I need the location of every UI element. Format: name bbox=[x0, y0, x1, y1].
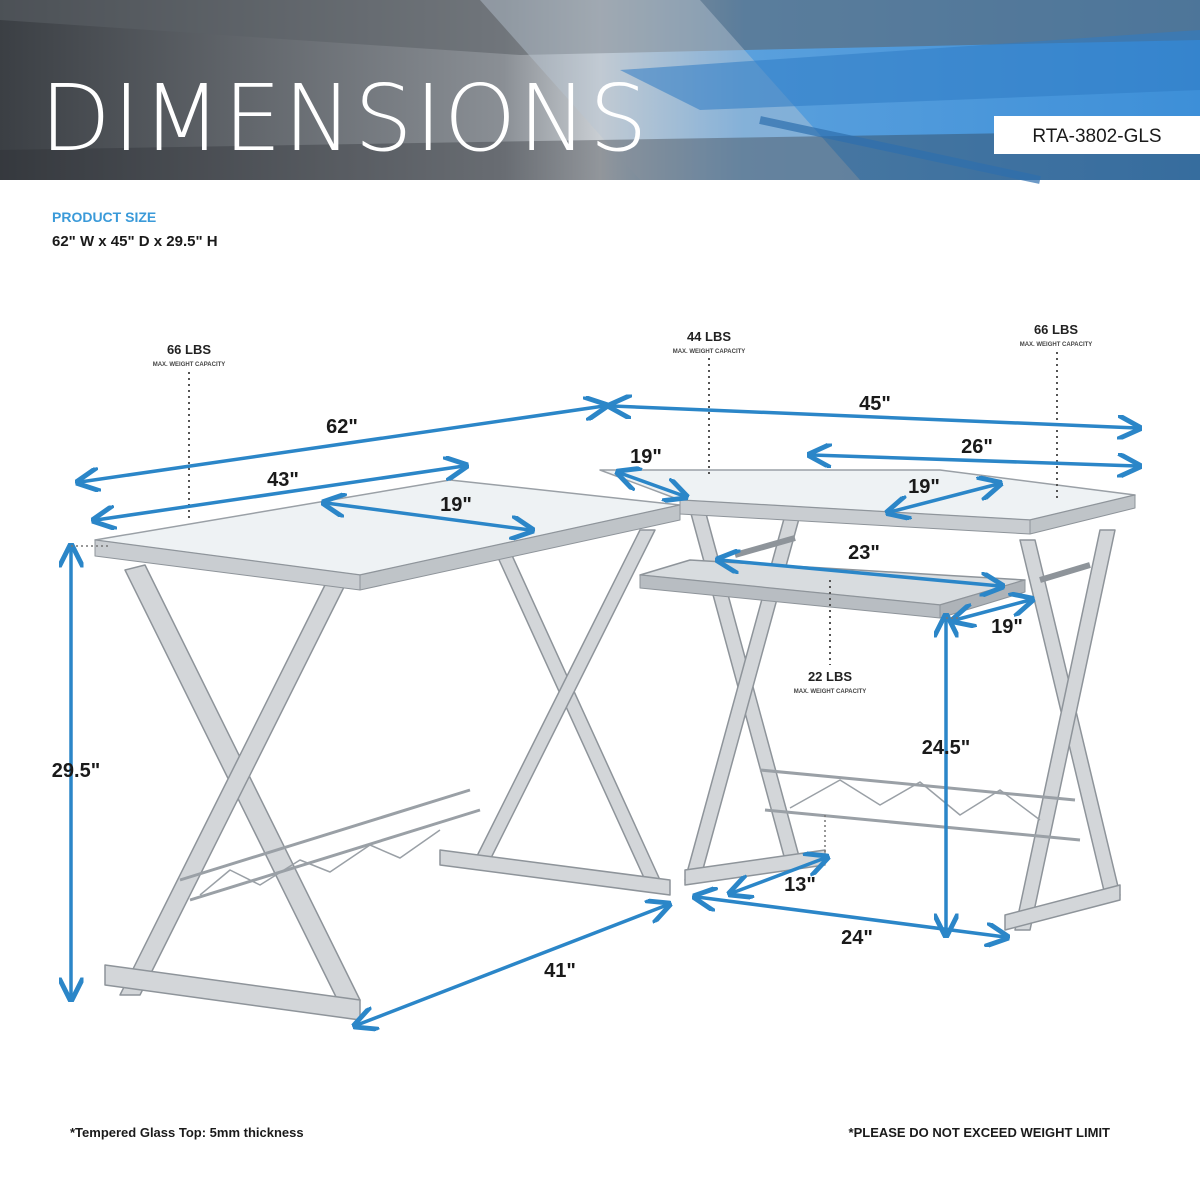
arrow-left-base bbox=[357, 905, 667, 1025]
dimension-arrows bbox=[71, 406, 1137, 1025]
model-badge bbox=[994, 116, 1200, 154]
dim-left-top-length: 43" bbox=[267, 469, 299, 491]
dimension-labels: 62" 45" 43" 19" 19" 26" 19" 23" 19" 29.5… bbox=[52, 393, 1023, 982]
weight-value: 22 LBS bbox=[808, 669, 852, 684]
right-stretcher bbox=[759, 768, 1081, 842]
weight-label-right: 66 LBS MAX. WEIGHT CAPACITY bbox=[1020, 322, 1093, 348]
extension-lines bbox=[71, 545, 960, 855]
dim-right-foot: 13" bbox=[784, 874, 816, 896]
dim-tray-height: 24.5" bbox=[922, 737, 970, 759]
product-size-label: PRODUCT SIZE bbox=[52, 209, 156, 225]
dim-tray-depth: 19" bbox=[991, 616, 1023, 638]
dim-right-top-depth: 19" bbox=[908, 476, 940, 498]
weight-value: 44 LBS bbox=[687, 329, 731, 344]
dim-total-width: 62" bbox=[326, 416, 358, 438]
weight-caption: MAX. WEIGHT CAPACITY bbox=[153, 362, 226, 368]
model-number: RTA-3802-GLS bbox=[1032, 126, 1161, 147]
weight-caption: MAX. WEIGHT CAPACITY bbox=[1020, 342, 1093, 348]
arrow-total-depth bbox=[612, 406, 1137, 428]
left-desk-front-legs bbox=[104, 564, 361, 1021]
page-title: DIMENSIONS bbox=[40, 65, 649, 172]
weight-value: 66 LBS bbox=[1034, 322, 1078, 337]
left-desk-back-legs bbox=[439, 529, 671, 896]
weight-label-tray: 22 LBS MAX. WEIGHT CAPACITY bbox=[794, 669, 867, 695]
dim-right-top-length: 26" bbox=[961, 436, 993, 458]
header-banner: DIMENSIONS RTA-3802-GLS bbox=[0, 0, 1200, 184]
weight-label-left: 66 LBS MAX. WEIGHT CAPACITY bbox=[153, 342, 226, 368]
product-size-value: 62" W x 45" D x 29.5" H bbox=[52, 233, 218, 250]
weight-caption: MAX. WEIGHT CAPACITY bbox=[794, 689, 867, 695]
weight-label-corner: 44 LBS MAX. WEIGHT CAPACITY bbox=[673, 329, 746, 355]
dim-left-top-depth: 19" bbox=[440, 494, 472, 516]
dim-height: 29.5" bbox=[52, 760, 100, 782]
dim-total-depth: 45" bbox=[859, 393, 891, 415]
arrow-tray-depth bbox=[955, 600, 1030, 620]
left-glass-top bbox=[94, 479, 681, 591]
left-stretcher bbox=[179, 788, 481, 902]
arrow-tray-width bbox=[720, 560, 1000, 586]
arrow-right-foot bbox=[732, 858, 825, 893]
glass-note: *Tempered Glass Top: 5mm thickness bbox=[70, 1125, 304, 1140]
arrow-right-base bbox=[697, 897, 1005, 937]
weight-caption: MAX. WEIGHT CAPACITY bbox=[673, 349, 746, 355]
arrow-corner-width bbox=[620, 473, 684, 496]
dim-right-base: 24" bbox=[841, 927, 873, 949]
arrow-right-top-depth bbox=[890, 484, 998, 512]
dim-corner-width: 19" bbox=[630, 446, 662, 468]
dim-left-base: 41" bbox=[544, 960, 576, 982]
dim-tray-width: 23" bbox=[848, 542, 880, 564]
weight-value: 66 LBS bbox=[167, 342, 211, 357]
right-glass-top bbox=[599, 469, 1136, 535]
arrow-left-top-length bbox=[96, 466, 464, 520]
arrow-right-top-length bbox=[812, 455, 1137, 466]
weight-warning: *PLEASE DO NOT EXCEED WEIGHT LIMIT bbox=[849, 1125, 1111, 1140]
desk-illustration bbox=[94, 469, 1136, 1021]
arrow-left-top-depth bbox=[326, 503, 530, 530]
